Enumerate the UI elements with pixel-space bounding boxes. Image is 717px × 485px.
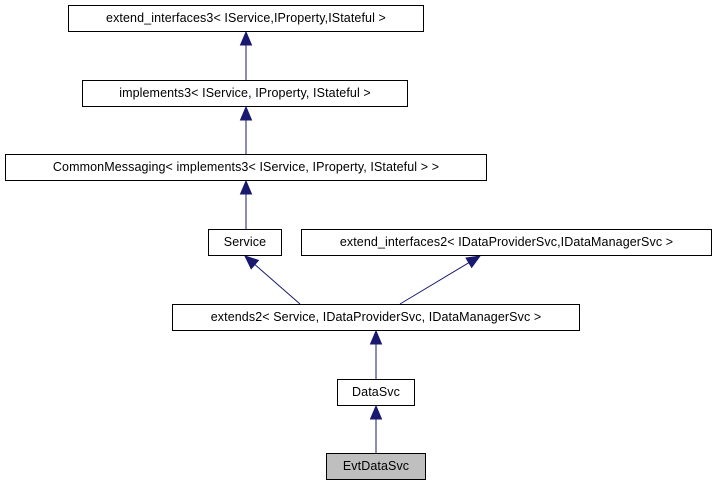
class-node-label: extend_interfaces2< IDataProviderSvc,IDa… — [339, 235, 674, 250]
class-node-extend_interfaces2[interactable]: extend_interfaces2< IDataProviderSvc,IDa… — [301, 229, 712, 256]
inheritance-edge-DataSvc-to-extends2 — [369, 329, 383, 379]
class-node-label: extends2< Service, IDataProviderSvc, IDa… — [210, 310, 542, 325]
edge-line — [254, 264, 301, 305]
arrowhead-icon — [369, 404, 383, 420]
arrowhead-icon — [239, 30, 253, 46]
inheritance-edge-Service-to-CommonMessaging — [239, 179, 253, 229]
class-node-label: extend_interfaces3< IService,IProperty,I… — [106, 11, 386, 26]
arrowhead-icon — [465, 255, 482, 269]
arrowhead-icon — [244, 255, 260, 270]
class-node-label: Service — [223, 235, 267, 250]
class-node-label: DataSvc — [352, 385, 400, 400]
arrowhead-icon — [239, 179, 253, 195]
class-node-label: implements3< IService, IProperty, IState… — [119, 86, 371, 101]
class-node-implements3[interactable]: implements3< IService, IProperty, IState… — [82, 80, 408, 107]
arrowhead-icon — [239, 105, 253, 121]
inheritance-edge-extends2-to-extend_interfaces2 — [399, 255, 482, 305]
class-node-extend_interfaces3[interactable]: extend_interfaces3< IService,IProperty,I… — [68, 5, 424, 32]
class-node-EvtDataSvc[interactable]: EvtDataSvc — [326, 453, 426, 480]
class-node-extends2[interactable]: extends2< Service, IDataProviderSvc, IDa… — [172, 304, 580, 331]
inheritance-edge-implements3-to-extend_interfaces3 — [239, 30, 253, 80]
edge-line — [399, 262, 470, 305]
class-node-label: EvtDataSvc — [342, 459, 410, 474]
class-node-Service[interactable]: Service — [208, 229, 282, 256]
class-node-CommonMessaging[interactable]: CommonMessaging< implements3< IService, … — [5, 154, 487, 181]
arrowhead-icon — [369, 329, 383, 345]
inheritance-edge-CommonMessaging-to-implements3 — [239, 105, 253, 154]
class-node-DataSvc[interactable]: DataSvc — [337, 379, 415, 406]
class-node-label: CommonMessaging< implements3< IService, … — [52, 160, 440, 175]
inheritance-edge-extends2-to-Service — [244, 255, 301, 305]
inheritance-edge-EvtDataSvc-to-DataSvc — [369, 404, 383, 453]
